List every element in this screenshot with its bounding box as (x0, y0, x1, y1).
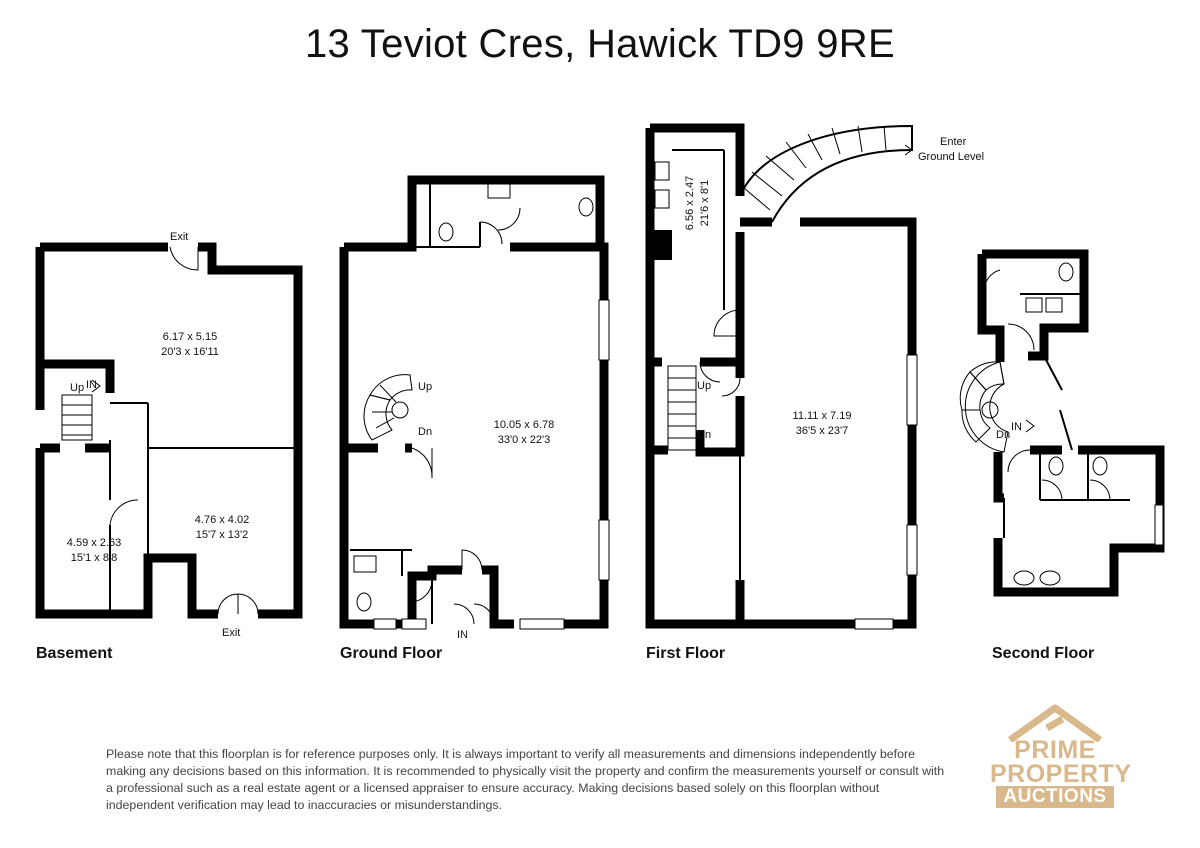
basement-plan: Exit Exit Up IN 6.17 x 5.15 20'3 x 16'11… (35, 231, 303, 662)
ground-room-imperial: 33'0 x 22'3 (498, 434, 551, 446)
first-entrance-ramp (739, 124, 913, 223)
ground-up-label: Up (418, 381, 432, 393)
second-sink-icon (1025, 297, 1043, 313)
second-spiral-stair (959, 361, 1009, 453)
ground-sink-icon (487, 183, 511, 199)
basement-room1-imperial: 20'3 x 16'11 (161, 346, 219, 358)
house-roof-icon (1007, 704, 1103, 742)
first-enter-label: Enter (940, 136, 967, 148)
first-floor-plan: Enter Ground Level Up Dn 6.56 x 2.47 21'… (645, 123, 984, 662)
basement-up-label: Up (70, 382, 84, 394)
first-room2-metric: 11.11 x 7.19 (793, 410, 852, 422)
basement-in-label: IN (86, 379, 97, 391)
basement-floor-name: Basement (36, 645, 113, 662)
basement-room3-metric: 4.76 x 4.02 (195, 514, 249, 526)
first-room2-imperial: 36'5 x 23'7 (796, 425, 849, 437)
ground-dn-label: Dn (418, 426, 432, 438)
ground-in-label: IN (457, 629, 468, 641)
second-basin-icon (1013, 570, 1035, 586)
basement-room1-metric: 6.17 x 5.15 (163, 331, 217, 343)
logo-line-1: PRIME (1014, 736, 1096, 764)
second-sink-icon (1045, 297, 1063, 313)
basement-stairs (61, 394, 93, 441)
basement-exit-bottom-label: Exit (222, 627, 240, 639)
ground-room-metric: 10.05 x 6.78 (494, 419, 555, 431)
first-sink-icon (654, 161, 670, 181)
basement-exit-door-top (169, 246, 199, 271)
ground-sink-icon (353, 555, 377, 573)
ground-floor-name: Ground Floor (340, 645, 442, 662)
second-toilet-icon (1048, 456, 1064, 476)
ground-toilet-icon (356, 592, 372, 612)
first-ground-level-label: Ground Level (918, 151, 984, 163)
logo-line-3: AUCTIONS (996, 786, 1114, 808)
second-toilet-icon (1058, 262, 1074, 282)
second-in-label: IN (1011, 421, 1022, 433)
basement-exit-top-label: Exit (170, 231, 188, 243)
basement-room2-metric: 4.59 x 2.63 (67, 537, 121, 549)
ground-spiral-stair (363, 374, 413, 441)
second-basin-icon (1039, 570, 1061, 586)
first-room1-metric: 6.56 x 2.47 (684, 176, 696, 230)
basement-room2-imperial: 15'1 x 8'8 (71, 552, 117, 564)
second-floor-plan: Dn IN Second Floor (959, 249, 1165, 662)
ground-floor-plan: Up Dn IN 10.05 x 6.78 33'0 x 22'3 Ground… (339, 175, 610, 662)
prime-property-auctions-logo: PRIME PROPERTY AUCTIONS (990, 702, 1132, 812)
ground-toilet-icon (438, 222, 454, 242)
basement-room3-imperial: 15'7 x 13'2 (196, 529, 249, 541)
second-dn-label: Dn (996, 429, 1010, 441)
first-sink-icon (654, 189, 670, 209)
first-stairs (667, 365, 697, 451)
page-title: 13 Teviot Cres, Hawick TD9 9RE (305, 22, 895, 66)
first-up-label: Up (697, 380, 711, 392)
second-floor-name: Second Floor (992, 645, 1094, 662)
first-dn-label: Dn (697, 429, 711, 441)
first-room1-imperial: 21'6 x 8'1 (699, 180, 711, 226)
logo-line-2: PROPERTY (990, 760, 1132, 788)
basement-exit-door-bottom (217, 593, 259, 615)
second-toilet-icon (1092, 456, 1108, 476)
disclaimer-text: Please note that this floorplan is for r… (106, 747, 945, 812)
ground-toilet-icon (578, 197, 594, 217)
first-floor-name: First Floor (646, 645, 725, 662)
